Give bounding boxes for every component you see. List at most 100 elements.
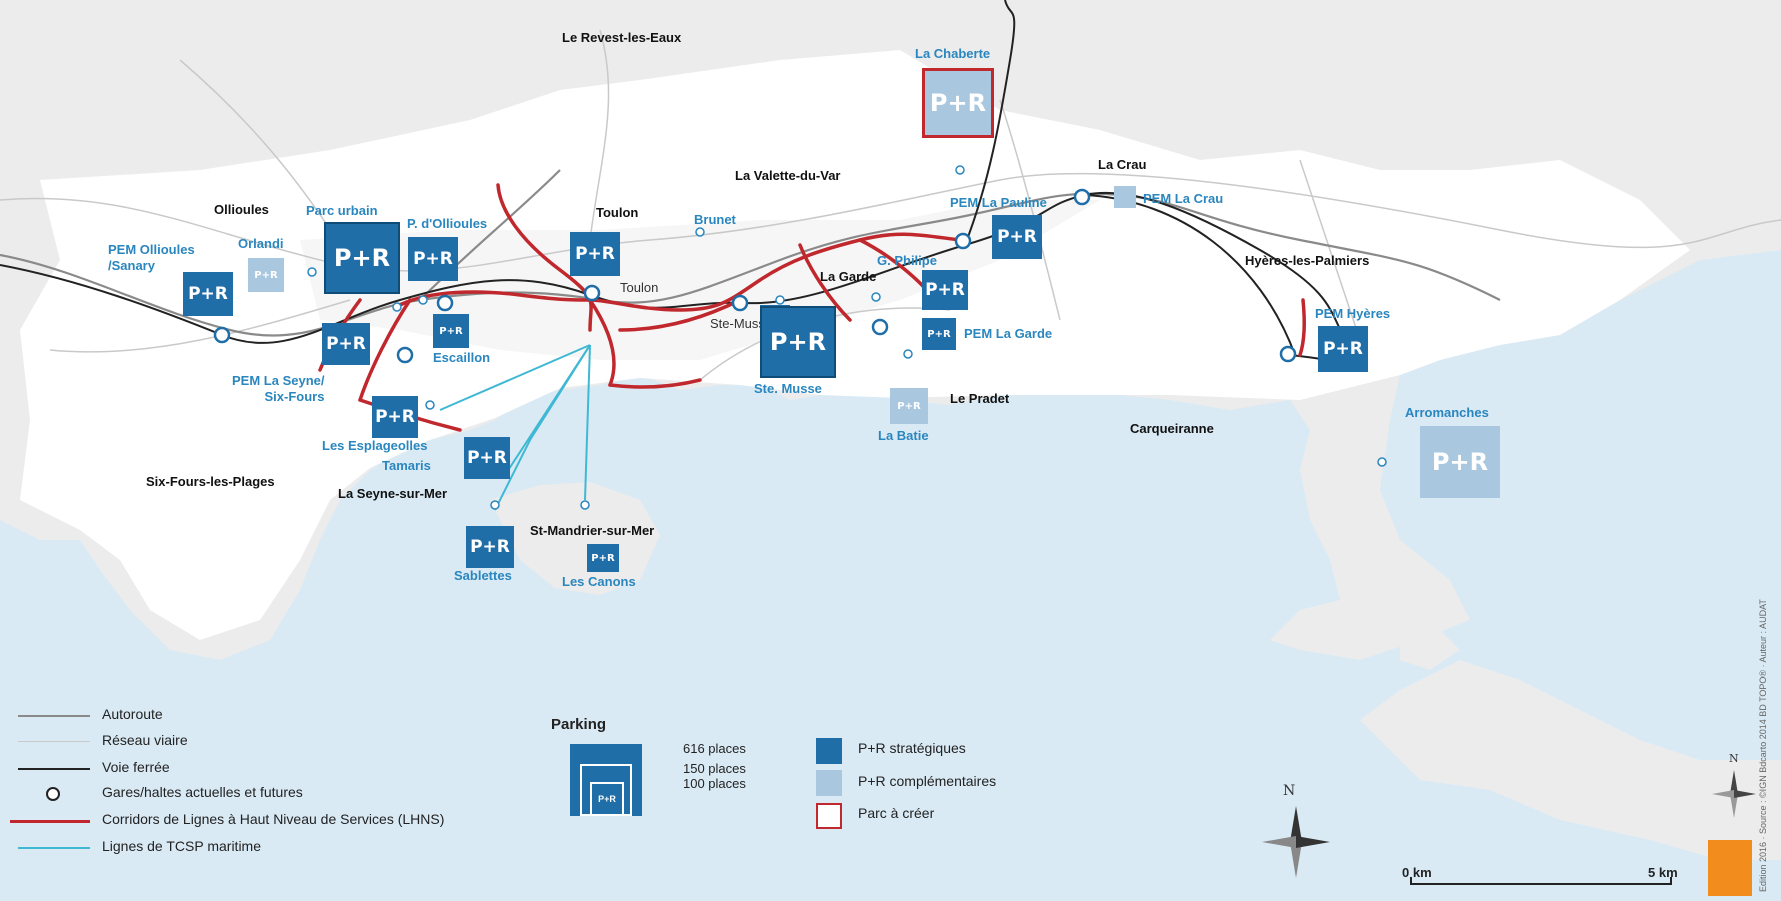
label-ste-musse-station: Ste-Musse <box>710 316 773 331</box>
legend-voie-line <box>18 768 90 770</box>
autoroute <box>0 169 1501 337</box>
pr-g-philipe[interactable]: P+R <box>922 270 968 310</box>
pr-text: P+R <box>333 244 391 272</box>
station-ste-musse[interactable] <box>731 294 749 312</box>
north-small-label: N <box>1729 752 1739 765</box>
legend-voie: Voie ferrée <box>102 759 170 775</box>
pr-p-ollioules[interactable]: P+R <box>408 237 458 281</box>
town-toulon: Toulon <box>596 205 639 220</box>
label-pem-hyeres: PEM Hyères <box>1315 306 1391 321</box>
credits: Edition 2016 · Source : ©IGN Bdcarto 201… <box>1758 599 1768 892</box>
urban-area <box>20 50 1690 640</box>
pr-la-batie[interactable]: P+R <box>890 388 928 424</box>
legend-strategiques: P+R stratégiques <box>858 740 966 756</box>
north-arrow-icon <box>1262 806 1330 878</box>
label-pem-la-seyne: PEM La Seyne/ Six-Fours <box>232 373 325 404</box>
legend-complementaires: P+R complémentaires <box>858 773 997 789</box>
label-pem-la-pauline: PEM La Pauline <box>950 195 1047 210</box>
pr-pem-la-pauline[interactable]: P+R <box>992 215 1042 259</box>
legend-100-box: P+R <box>590 782 624 816</box>
islet <box>1400 630 1460 670</box>
station-la-garde[interactable] <box>871 318 889 336</box>
pr-text: P+R <box>598 794 616 804</box>
pr-la-chaberte[interactable]: P+R <box>922 68 994 138</box>
pr-text: P+R <box>997 227 1037 247</box>
station-la-seyne[interactable] <box>396 346 414 364</box>
station-toulon[interactable] <box>583 284 601 302</box>
pr-text: P+R <box>413 249 453 269</box>
label-pem-ollioules: PEM Ollioules /Sanary <box>108 242 195 273</box>
pr-pem-la-crau[interactable] <box>1114 186 1136 208</box>
north-label: N <box>1283 783 1296 799</box>
pr-arromanches[interactable]: P+R <box>1420 426 1500 498</box>
pr-text: P+R <box>769 328 827 356</box>
legend-tcsp-line <box>18 847 90 849</box>
pr-orlandi[interactable]: P+R <box>248 258 284 292</box>
label-pem-la-garde: PEM La Garde <box>964 326 1053 341</box>
label-parc-urbain: Parc urbain <box>306 203 378 218</box>
station-ollioules[interactable] <box>213 326 231 344</box>
pr-text: P+R <box>575 244 615 264</box>
pr-tamaris[interactable]: P+R <box>464 437 510 479</box>
pr-text: P+R <box>925 280 965 300</box>
scale-tick-start <box>1410 877 1412 885</box>
town-carqueiranne: Carqueiranne <box>1130 421 1214 436</box>
audat-logo <box>1708 840 1752 896</box>
tcsp-maritime <box>439 344 591 511</box>
legend-autoroute: Autoroute <box>102 706 163 722</box>
stations <box>213 188 1297 364</box>
label-sablettes: Sablettes <box>454 568 512 583</box>
label-les-canons: Les Canons <box>562 574 636 589</box>
pr-escaillon[interactable]: P+R <box>433 314 469 348</box>
pr-text: P+R <box>591 552 615 564</box>
pr-text: P+R <box>470 537 510 557</box>
pr-pem-la-garde[interactable]: P+R <box>922 318 956 350</box>
pr-text: P+R <box>188 284 228 304</box>
legend-reseau-line <box>18 741 90 742</box>
pr-toulon[interactable]: P+R <box>570 232 620 276</box>
pr-text: P+R <box>927 328 951 340</box>
label-g-philipe: G. Philipe <box>877 253 937 268</box>
giens-peninsula <box>1360 660 1781 860</box>
pr-text: P+R <box>254 269 278 281</box>
label-p-ollioules: P. d'Ollioules <box>407 216 488 231</box>
label-tamaris: Tamaris <box>382 458 431 473</box>
label-la-batie: La Batie <box>878 428 929 443</box>
pr-text: P+R <box>897 400 921 412</box>
compass-small-icon <box>1712 770 1756 818</box>
legend-616: 616 places <box>683 741 746 756</box>
pr-pem-ollioules[interactable]: P+R <box>183 272 233 316</box>
station-la-crau[interactable] <box>1073 188 1091 206</box>
pr-sablettes[interactable]: P+R <box>466 526 514 568</box>
pr-pem-hyeres[interactable]: P+R <box>1318 326 1368 372</box>
town-st-mandrier: St-Mandrier-sur-Mer <box>530 523 655 538</box>
town-la-seyne: La Seyne-sur-Mer <box>338 486 448 501</box>
park-dots <box>307 165 1387 510</box>
pr-text: P+R <box>1431 448 1489 476</box>
legend-autoroute-line <box>18 715 90 717</box>
legend-lhns: Corridors de Lignes à Haut Niveau de Ser… <box>102 811 445 827</box>
legend-parc-creer: Parc à créer <box>858 805 935 821</box>
pr-esplageolles[interactable]: P+R <box>372 396 418 438</box>
label-arromanches: Arromanches <box>1405 405 1489 420</box>
label-escaillon: Escaillon <box>433 350 491 365</box>
legend-reseau: Réseau viaire <box>102 732 188 748</box>
legend-gares: Gares/haltes actuelles et futures <box>102 784 303 800</box>
station-hyeres[interactable] <box>1279 345 1297 363</box>
pr-ste-musse[interactable]: P+R <box>760 306 836 378</box>
label-esplageolles: Les Esplageolles <box>322 438 428 453</box>
pr-parc-urbain[interactable]: P+R <box>324 222 400 294</box>
station-la-pauline[interactable] <box>954 232 972 250</box>
pr-text: P+R <box>1323 339 1363 359</box>
town-la-crau: La Crau <box>1098 157 1147 172</box>
pr-text: P+R <box>929 89 987 117</box>
town-le-pradet: Le Pradet <box>950 391 1010 406</box>
pr-pem-la-seyne[interactable]: P+R <box>322 323 370 365</box>
town-six-fours: Six-Fours-les-Plages <box>146 474 275 489</box>
pr-les-canons[interactable]: P+R <box>587 544 619 572</box>
station-escaillon[interactable] <box>436 294 454 312</box>
legend-tcsp: Lignes de TCSP maritime <box>102 838 261 854</box>
legend-gare-symbol <box>46 787 60 801</box>
pr-text: P+R <box>439 325 463 337</box>
